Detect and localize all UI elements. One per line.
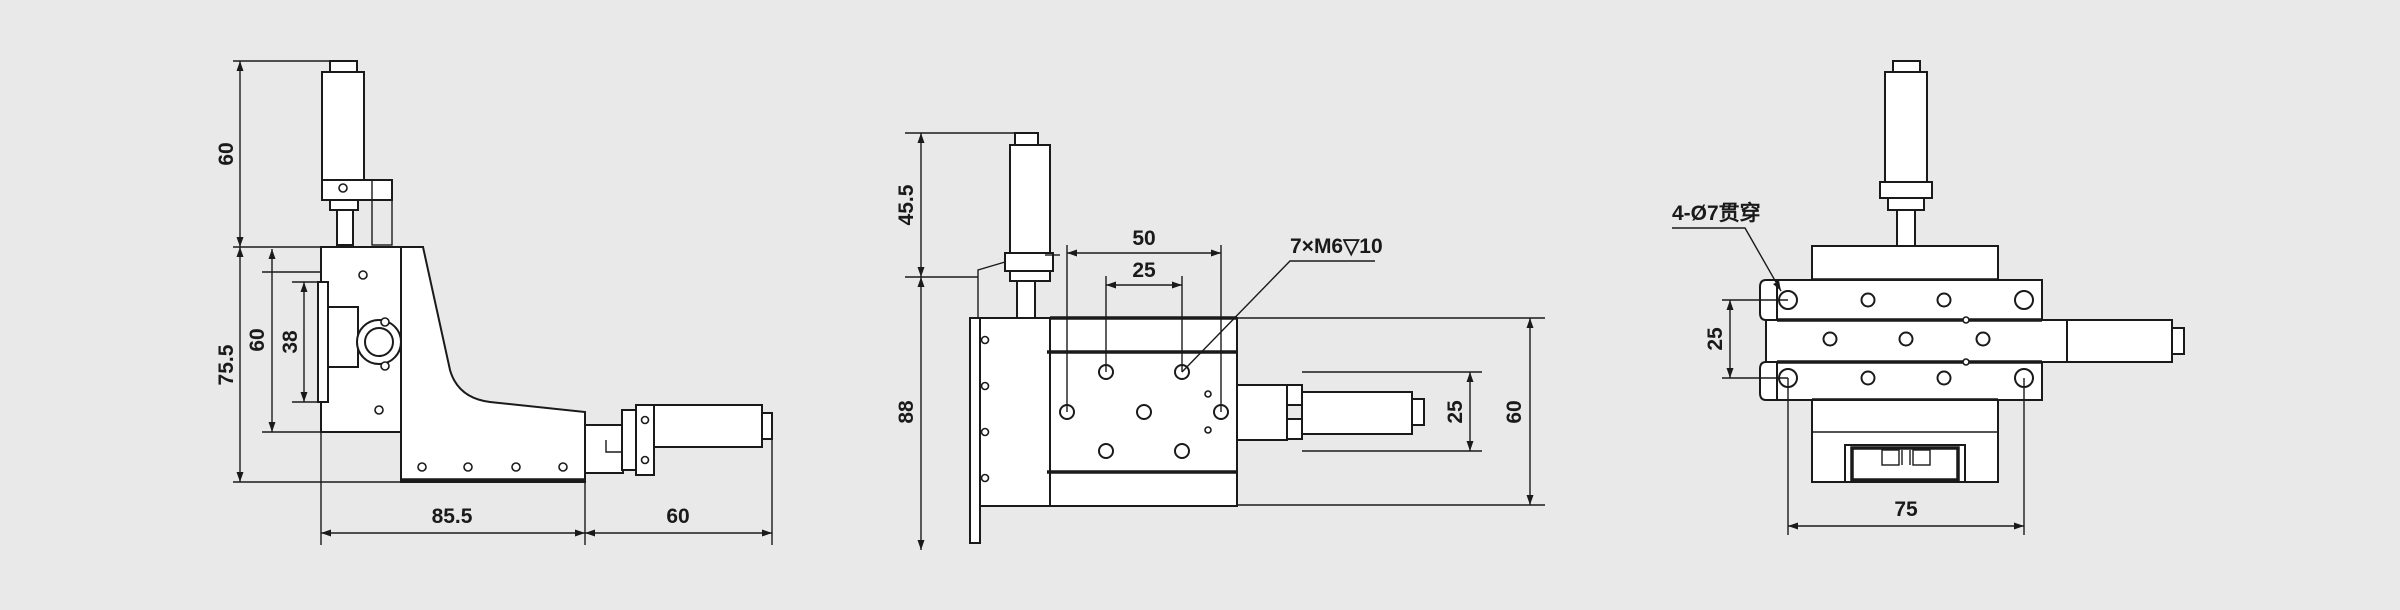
through-hole-2 [2014, 290, 2034, 310]
side-micrometer-clamp [321, 179, 393, 201]
side-dim-base-length: 85.5 [432, 505, 473, 528]
side-dim-top-height: 60 [215, 142, 238, 165]
side-view: 60 75.5 60 38 85.5 60 [215, 60, 773, 545]
front-dim-total-height: 88 [895, 400, 918, 424]
side-horizontal-micrometer [653, 404, 763, 448]
top-hole-leader [1672, 227, 1782, 292]
front-dim-hole-span: 50 [1132, 227, 1155, 250]
front-view: 45.5 88 50 25 7×M6▽10 25 60 [895, 132, 1545, 550]
front-micrometer-barrel [1009, 144, 1051, 254]
top-dim-hole-pitch: 25 [1704, 327, 1727, 351]
front-thread-leader [1181, 260, 1375, 373]
front-dim-top-height: 45.5 [895, 184, 918, 225]
side-dim-inner-height: 38 [279, 330, 302, 354]
side-base [400, 246, 586, 483]
top-view: 4-Ø7贯穿 25 75 [1672, 60, 2185, 535]
front-dim-vertical-pitch: 25 [1444, 400, 1467, 424]
side-micrometer-barrel [321, 71, 365, 181]
top-through-hole-callout: 4-Ø7贯穿 [1672, 201, 1761, 225]
top-rear-plate [1811, 245, 1999, 281]
front-horizontal-micrometer [1301, 391, 1413, 435]
top-horizontal-micrometer [2066, 319, 2173, 363]
top-dim-base-width: 75 [1894, 498, 1918, 521]
side-dim-body-height: 60 [246, 328, 269, 351]
front-thread-callout: 7×M6▽10 [1290, 235, 1383, 258]
top-micrometer-barrel [1884, 71, 1928, 183]
front-dim-hole-pitch: 25 [1132, 259, 1156, 282]
side-dim-micrometer-length: 60 [666, 505, 689, 528]
side-micrometer-cap [329, 60, 358, 73]
front-stage-body [977, 317, 1051, 507]
side-dim-total-height: 75.5 [215, 344, 238, 385]
front-dim-vertical-span: 60 [1503, 400, 1526, 423]
